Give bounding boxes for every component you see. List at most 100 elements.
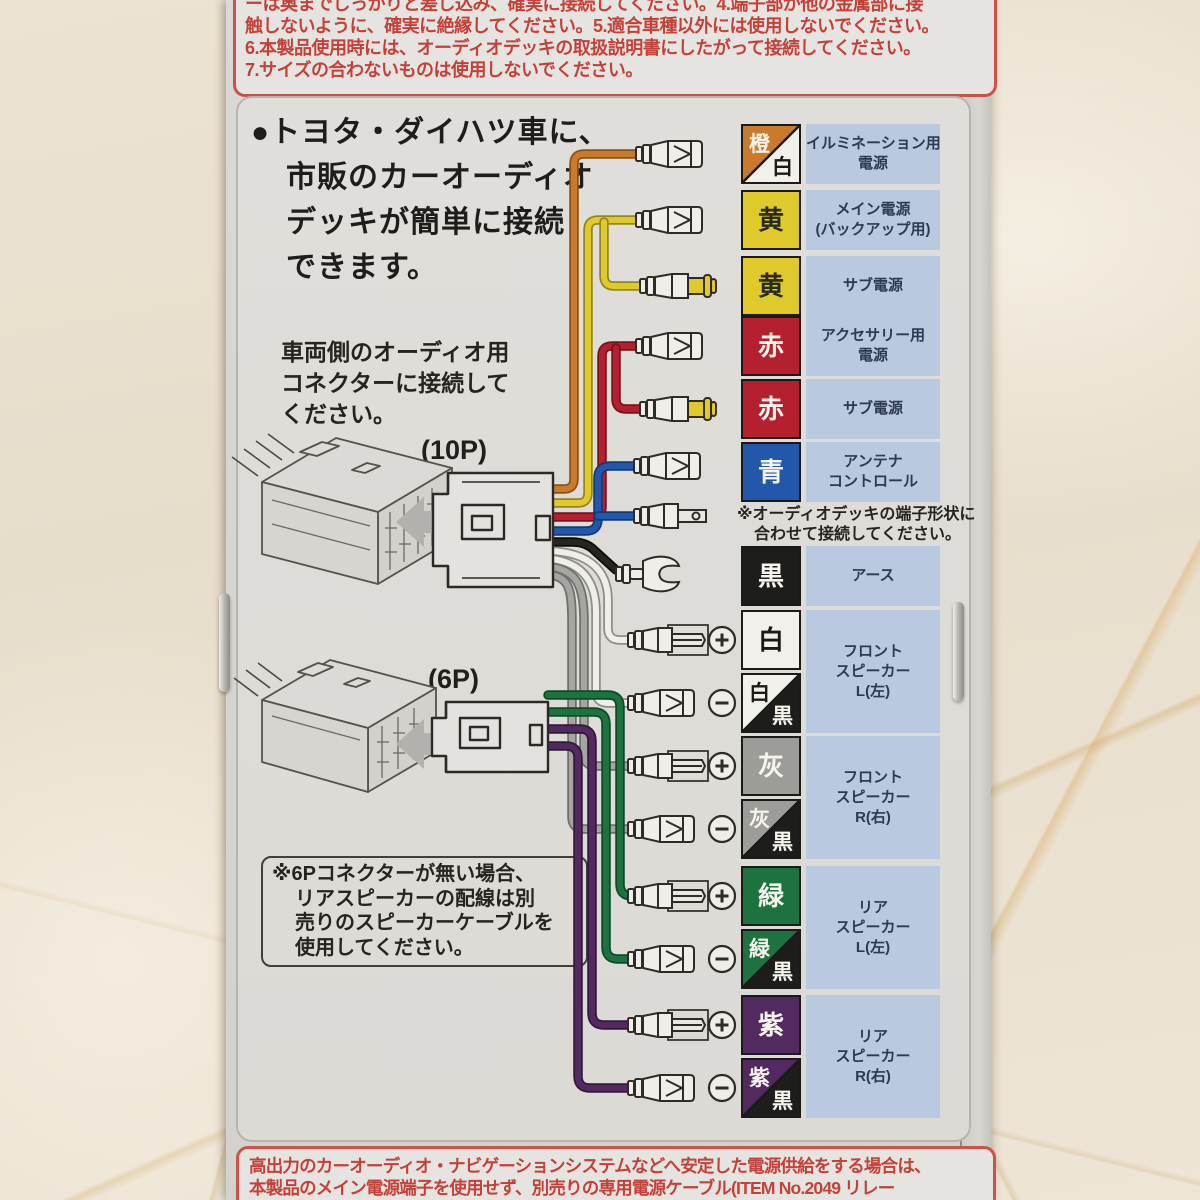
label-line: L(左) <box>855 938 891 956</box>
terminal-male-box-icon <box>627 750 709 782</box>
rear-speaker-note: ※6Pコネクターが無い場合、リアスピーカーの配線は別売りのスピーカーケーブルを使… <box>261 856 588 967</box>
wire-function-label: アンテナコントロール <box>806 442 940 502</box>
terminal-fork-icon <box>615 555 680 593</box>
warning-line: 本製品のメイン電源端子を使用せず、別売りの専用電源ケーブル(ITEM No.20… <box>249 1178 895 1198</box>
wire-color-kanji: 橙 <box>749 133 770 156</box>
label-line: メイン電源 <box>835 201 911 218</box>
plus-symbol <box>707 1010 737 1040</box>
label-line: リア <box>857 898 888 916</box>
wire-color-square: 紫黒 <box>741 1058 801 1118</box>
wire-color-square: 灰黒 <box>741 799 801 859</box>
wire-color-square: 緑黒 <box>741 929 801 989</box>
wire-color-kanji: 黒 <box>757 561 784 592</box>
wire-green <box>545 692 635 899</box>
warning-line: 触しないように、確実に絶縁してください。5.適合車種以外には使用しないでください… <box>245 16 940 36</box>
wire-color-square: 白 <box>741 610 801 670</box>
wire-purple-black <box>545 743 633 1091</box>
wire-yellow <box>549 217 639 506</box>
warning-line: 高出力のカーオーディオ・ナビゲーションシステムなどへ安定した電源供給をする場合は… <box>249 1156 932 1176</box>
label-line: (バックアップ用) <box>815 221 931 238</box>
top-warning-text: ーは奥までしっかりと差し込み、確実に接続してください。4.端子部が他の金属部に接… <box>233 0 997 97</box>
note-line: ※6Pコネクターが無い場合、 <box>272 863 536 885</box>
terminal-bullet-icon <box>639 273 717 299</box>
plus-symbol <box>707 881 737 911</box>
wire-color-kanji: 赤 <box>757 331 784 362</box>
label-line: スピーカー <box>835 788 911 806</box>
label-line: スピーカー <box>835 918 911 936</box>
wire-color-square: 灰 <box>741 736 801 796</box>
terminal-female-icon <box>635 140 703 168</box>
wire-black <box>549 539 619 573</box>
terminal-female-icon <box>633 452 701 480</box>
label-line: フロント <box>842 768 903 786</box>
wire-color-square: 黒 <box>741 546 801 606</box>
minus-symbol <box>707 814 737 844</box>
note-line: 使用してください。 <box>295 936 474 959</box>
headline-line: 市販のカーオーディオ <box>286 161 594 194</box>
headline-line: できます。 <box>286 251 438 284</box>
wire-color-kanji: 紫 <box>757 1010 784 1041</box>
insert-arrow-6p <box>396 719 448 769</box>
note-line: ※オーディオデッキの端子形状に <box>737 506 976 523</box>
terminal-bullet-icon <box>639 396 717 422</box>
label-line: サブ電源 <box>842 277 903 294</box>
wire-orange <box>549 151 639 492</box>
label-line: アクセサリー用 <box>820 327 926 344</box>
terminal-male-box-icon <box>627 880 709 912</box>
terminal-female-icon <box>635 332 703 360</box>
wire-function-label: アース <box>806 546 940 606</box>
label-line: 電源 <box>857 155 888 172</box>
headline-line: デッキが簡単に接続 <box>286 206 565 239</box>
plug-6p <box>430 700 550 774</box>
label-line: イルミネーション用 <box>806 135 941 152</box>
wire-function-label: アクセサリー用電源 <box>806 316 940 376</box>
connector-10p-label: (10P) <box>421 435 488 465</box>
plug-10p <box>431 471 555 589</box>
wire-color-kanji: 緑 <box>749 938 770 961</box>
plus-symbol <box>707 751 737 781</box>
terminal-male-box-icon <box>627 1009 709 1041</box>
wire-color-square: 紫 <box>741 995 801 1055</box>
note-line: 売りのスピーカーケーブルを <box>295 912 554 934</box>
wire-harness <box>543 149 645 1093</box>
label-line: サブ電源 <box>842 400 903 417</box>
wire-color-square: 黄 <box>741 256 801 316</box>
wire-color-kanji: 黒 <box>772 961 793 984</box>
headline-line: ●トヨタ・ダイハツ車に、 <box>251 116 610 149</box>
label-line: フロント <box>842 642 903 660</box>
wire-function-label: イルミネーション用電源 <box>806 124 941 184</box>
wire-function-label: サブ電源 <box>806 256 940 316</box>
terminal-male-hole-icon <box>633 503 707 529</box>
wire-purple <box>545 726 633 1028</box>
wire-white-black <box>549 556 633 706</box>
wire-color-kanji: 赤 <box>757 394 784 425</box>
bottom-warning-text: 高出力のカーオーディオ・ナビゲーションシステムなどへ安定した電源供給をする場合は… <box>236 1146 996 1200</box>
label-line: アース <box>851 567 895 584</box>
wire-color-kanji: 黄 <box>757 205 784 236</box>
warning-line: 7.サイズの合わないものは使用しないでください。 <box>245 60 643 80</box>
vehicle-connector-note: 車両側のオーディオ用コネクターに接続してください。 <box>281 337 509 430</box>
vehicle-connector-6p <box>233 659 437 793</box>
note-line: コネクターに接続して <box>281 370 510 396</box>
wire-white <box>549 548 633 643</box>
wire-color-square: 橙白 <box>741 124 801 184</box>
wire-color-square: 青 <box>741 442 801 502</box>
terminal-female-icon <box>627 689 695 717</box>
wire-function-label: リアスピーカー L(左) <box>806 866 940 989</box>
wire-color-kanji: 黒 <box>772 1090 793 1113</box>
metal-clip-left <box>219 593 230 692</box>
wire-color-kanji: 紫 <box>749 1067 770 1090</box>
wire-color-kanji: 白 <box>772 156 793 179</box>
wire-yellow-branch <box>601 219 643 289</box>
headline-text: ●トヨタ・ダイハツ車に、市販のカーオーディオデッキが簡単に接続できます。 <box>251 110 610 290</box>
wire-color-kanji: 灰 <box>757 751 784 782</box>
minus-symbol <box>707 944 737 974</box>
wire-green-black <box>545 709 633 962</box>
plus-symbol <box>707 625 737 655</box>
wire-color-kanji: 白 <box>749 682 770 705</box>
label-line: R(右) <box>855 808 891 826</box>
label-line: L(左) <box>855 682 891 700</box>
